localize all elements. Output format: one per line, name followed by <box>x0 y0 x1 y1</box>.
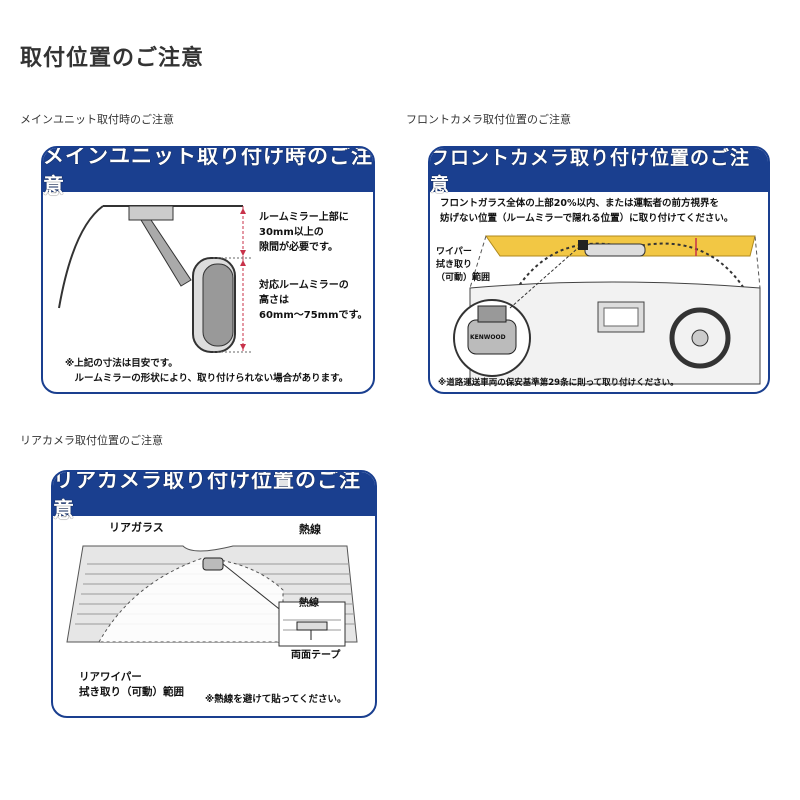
rear-wiper-label: リアワイパー 拭き取り（可動）範囲 <box>79 671 184 698</box>
main-unit-note: ※上記の寸法は目安です。 ルームミラーの形状により、取り付けられない場合がありま… <box>65 358 349 384</box>
camera-brand: KENWOOD <box>470 334 506 341</box>
heating-wire-label: 熱線 <box>299 523 321 536</box>
rear-note: ※熱線を避けて貼ってください。 <box>205 694 347 705</box>
front-camera-caption: フロントカメラ取付位置のご注意 <box>406 113 571 126</box>
mirror-height-label: 対応ルームミラーの 高さは 60mm～75mmです。 <box>259 280 368 321</box>
front-camera-header: フロントカメラ取り付け位置のご注意 <box>430 148 768 196</box>
rear-camera-card: リアカメラ取り付け位置のご注意 リアガラス 熱線 熱線 両面テープ リアワイパー… <box>51 470 377 718</box>
main-unit-card: メインユニット取り付け時のご注意 ルームミラー上部に 30mm以上の 隙間が必要… <box>41 146 375 394</box>
rear-camera-caption: リアカメラ取付位置のご注意 <box>20 434 163 447</box>
front-camera-card: フロントカメラ取り付け位置のご注意 フロントガラス全体の上部20%以内、または運… <box>428 146 770 394</box>
tape-label: 両面テープ <box>291 650 341 661</box>
rear-camera-illustration <box>66 545 358 647</box>
front-camera-illustration <box>453 235 761 385</box>
main-unit-caption: メインユニット取付時のご注意 <box>20 113 174 126</box>
rear-glass-label: リアガラス <box>109 521 164 534</box>
detail-wire-label: 熱線 <box>299 598 319 609</box>
main-unit-header: メインユニット取り付け時のご注意 <box>43 146 373 198</box>
wiper-range-label: ワイパー 拭き取り （可動）範囲 <box>436 247 491 283</box>
front-note: ※道路運送車両の保安基準第29条に則って取り付けください。 <box>438 378 679 388</box>
main-unit-illustration <box>58 205 253 353</box>
clearance-label: ルームミラー上部に 30mm以上の 隙間が必要です。 <box>259 212 349 253</box>
page-title: 取付位置のご注意 <box>20 46 205 71</box>
front-instruction: フロントガラス全体の上部20%以内、または運転者の前方視界を 妨げない位置（ルー… <box>440 198 734 224</box>
